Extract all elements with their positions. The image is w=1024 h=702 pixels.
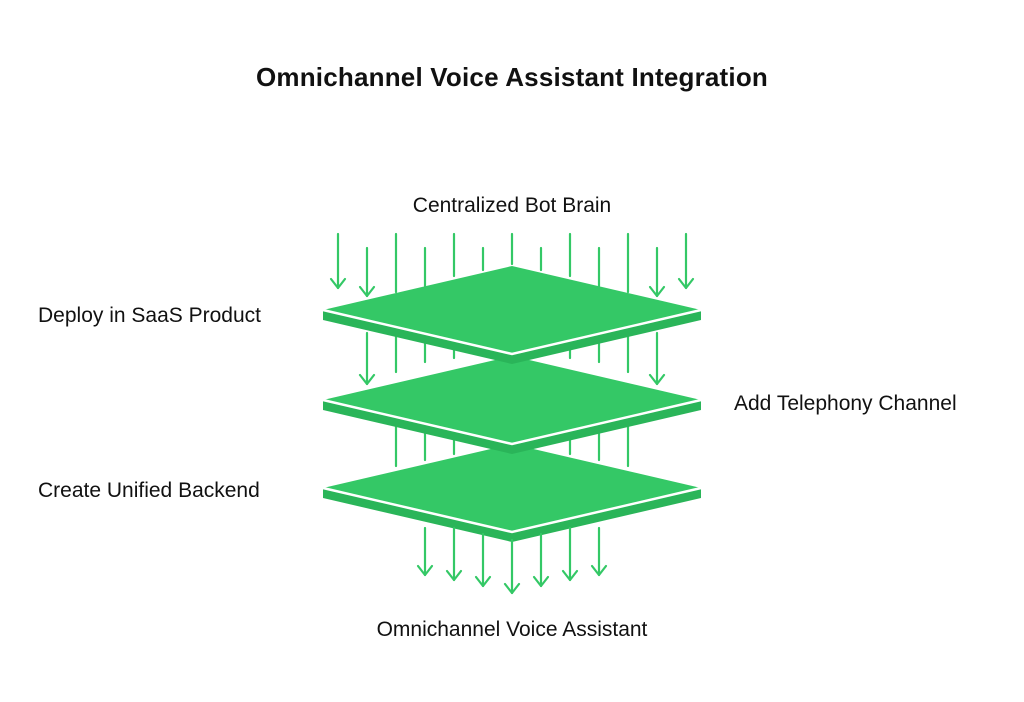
flow-arrow <box>329 232 347 290</box>
flow-arrow <box>648 246 666 298</box>
layer-plate-3 <box>322 444 702 542</box>
flow-arrow <box>358 246 376 298</box>
layer-1-side-left <box>323 310 512 364</box>
layer-3-side-left <box>323 488 512 542</box>
flow-arrow <box>590 526 608 577</box>
layer-3-edge-highlight <box>322 486 702 534</box>
layer-2-top <box>323 356 701 444</box>
layer-plate-1 <box>322 266 702 364</box>
layer-3-side-right <box>512 488 701 542</box>
flow-arrow <box>677 232 695 290</box>
layer-2-side-right <box>512 400 701 454</box>
layer-label-unified-backend: Create Unified Backend <box>38 479 260 502</box>
layer-2-side-left <box>323 400 512 454</box>
layer-2-edge-highlight <box>322 398 702 446</box>
flow-arrow <box>503 538 521 595</box>
output-arrows <box>416 526 608 595</box>
layer-3-top <box>323 444 701 532</box>
flow-arrow <box>648 331 666 386</box>
output-label: Omnichannel Voice Assistant <box>376 618 648 641</box>
layer-1-side-right <box>512 310 701 364</box>
layer-label-deploy-saas: Deploy in SaaS Product <box>38 304 261 327</box>
layer-1-edge-highlight <box>322 308 702 356</box>
flow-arrow <box>532 532 550 588</box>
layer-plate-2 <box>322 356 702 454</box>
layer-label-telephony: Add Telephony Channel <box>734 392 957 415</box>
input-arrows <box>329 232 695 298</box>
input-label: Centralized Bot Brain <box>412 194 612 217</box>
diagram-title: Omnichannel Voice Assistant Integration <box>255 62 768 92</box>
layer-1-top <box>323 266 701 354</box>
flow-arrow <box>445 526 463 582</box>
flow-arrow <box>474 532 492 588</box>
flow-arrow <box>561 526 579 582</box>
flow-arrow <box>358 331 376 386</box>
flow-arrow <box>416 526 434 577</box>
